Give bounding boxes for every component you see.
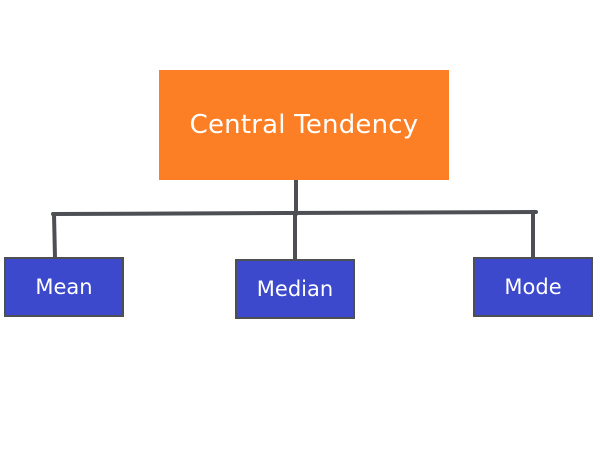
root-node-label: Central Tendency — [189, 110, 419, 140]
child-node-median: Median — [235, 259, 355, 319]
child-node-mean: Mean — [4, 257, 124, 317]
child-node-label: Median — [256, 277, 334, 301]
child-node-label: Mean — [35, 275, 93, 299]
mean-connector — [52, 212, 57, 260]
child-node-mode: Mode — [473, 257, 593, 317]
child-node-label: Mode — [504, 275, 562, 299]
root-node-central-tendency: Central Tendency — [159, 70, 449, 180]
